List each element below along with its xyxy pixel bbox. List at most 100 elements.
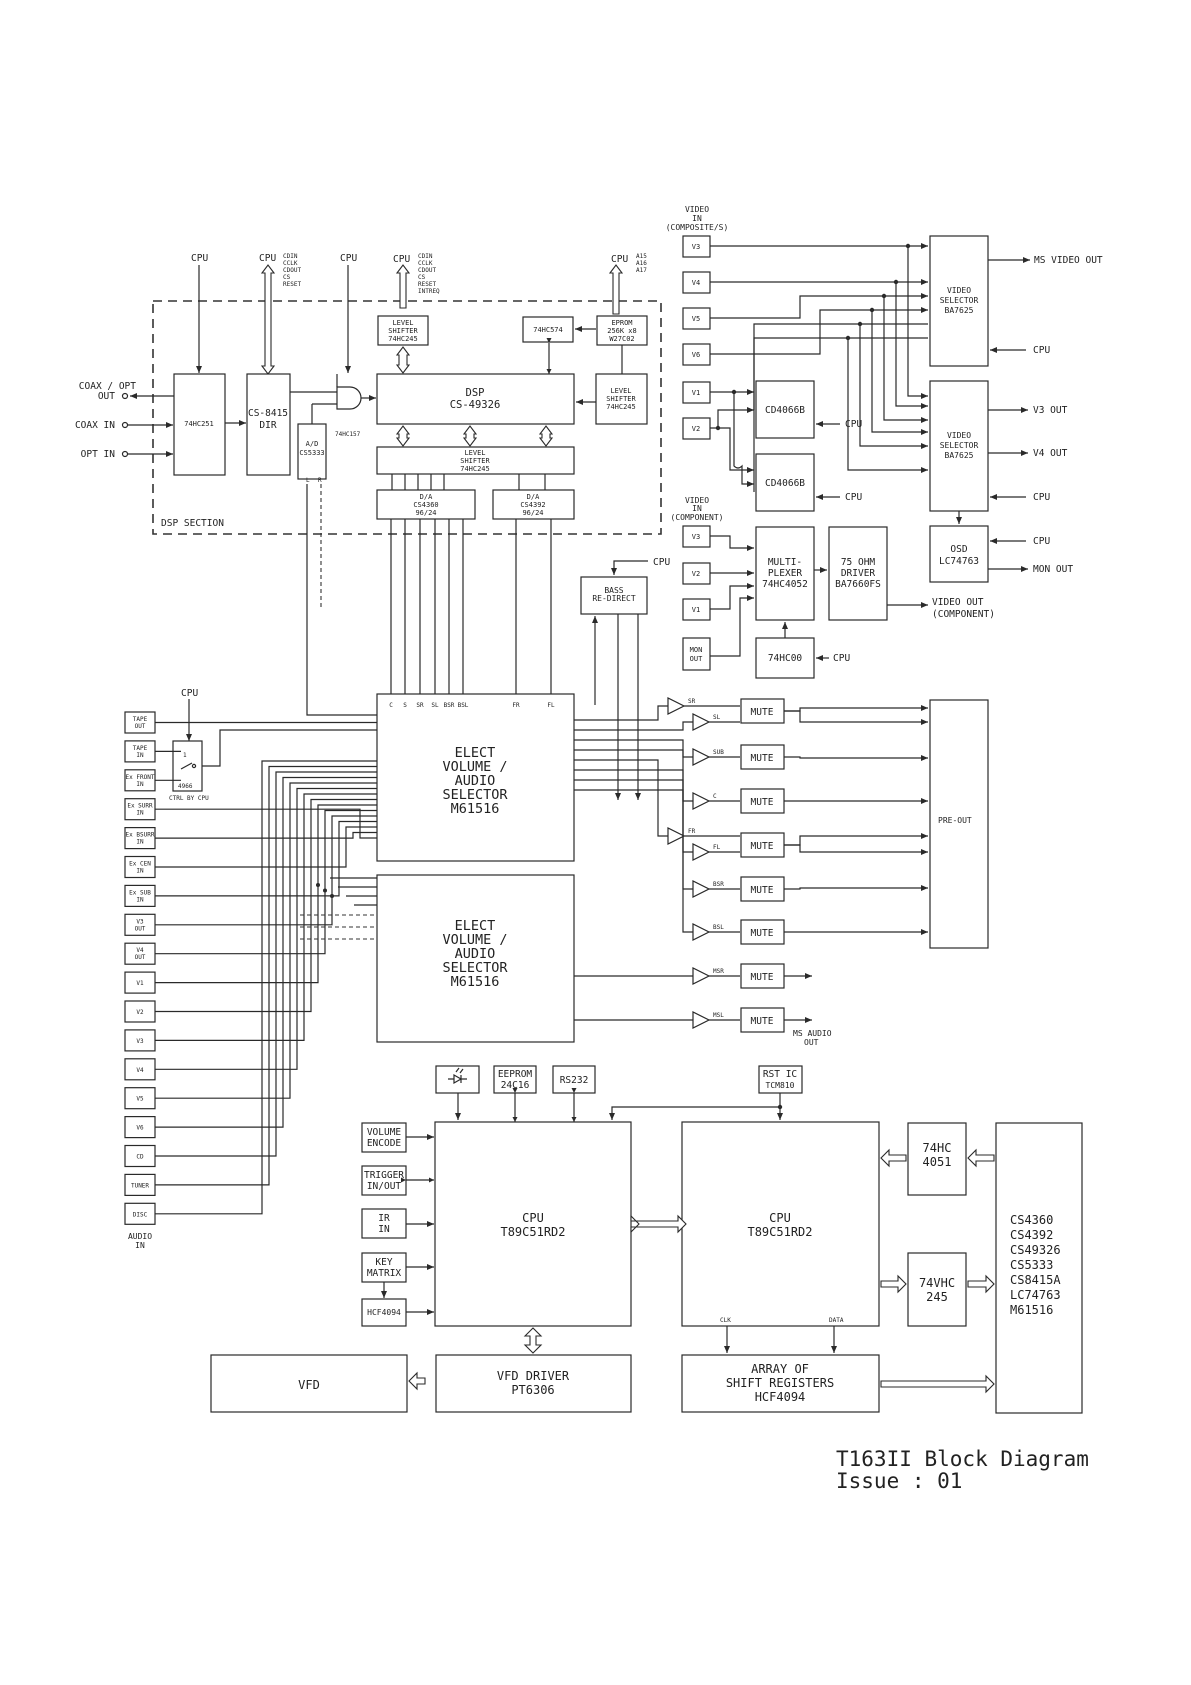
audio-input-wire — [155, 804, 377, 984]
latch-74hc574 — [522, 316, 574, 343]
audio-input-wire — [155, 793, 377, 1041]
dir-signal-0: CDIN — [283, 253, 298, 260]
video-in-header-2: (COMPOSITE/S) — [666, 223, 729, 232]
audio-input-wire — [155, 815, 377, 926]
gate-74hc157 — [336, 386, 362, 410]
level-shifter-1 — [377, 315, 429, 346]
hc4051-label-0: 74HC — [923, 1141, 952, 1155]
dsp-signal-2: CDOUT — [418, 267, 436, 274]
pre-out-wire — [784, 833, 928, 846]
pre-out-block — [929, 699, 989, 949]
ls3-label-1: SHIFTER — [460, 457, 490, 465]
elect-volume-2 — [376, 874, 575, 1043]
ev2-label-3: SELECTOR — [442, 960, 508, 976]
audio-input-label: OUT — [135, 954, 146, 961]
audio-input-wire — [155, 809, 377, 955]
audio-input-label: V6 — [136, 1125, 144, 1132]
nand-cpu-label: CPU — [833, 653, 850, 664]
audio-chips-block — [995, 1122, 1083, 1414]
cpu2-label-1: T89C51RD2 — [747, 1225, 812, 1239]
dsp-section-boundary — [152, 300, 662, 535]
vfd-driver-label-0: VFD DRIVER — [497, 1369, 570, 1383]
cpu1-label-0: CPU — [522, 1211, 544, 1225]
bass-cpu-label: CPU — [653, 557, 670, 568]
eprom-w27c02 — [596, 315, 648, 346]
pre-out-wire — [784, 710, 928, 725]
chip-cs8415a: CS8415A — [1010, 1273, 1061, 1287]
ev1-label-3: SELECTOR — [442, 787, 508, 803]
amplifier-icon — [667, 827, 686, 845]
chip-m61516: M61516 — [1010, 1303, 1053, 1317]
video-in-v2-label: V2 — [692, 425, 700, 433]
amp-label: FL — [713, 844, 721, 851]
dsp-label-0: DSP — [466, 387, 485, 399]
amp-feed-wire — [574, 721, 693, 731]
hcf-small-label: HCF4094 — [367, 1308, 401, 1317]
ev1-label-2: AUDIO — [455, 773, 496, 789]
chips-hc4051-bus — [967, 1148, 995, 1168]
audio-input-wire — [155, 765, 377, 1186]
audio-input-wire — [155, 798, 377, 1013]
audio-input-label: IN — [136, 839, 144, 846]
bass-label-0: BASS — [604, 586, 623, 595]
audio-in-label-1: IN — [135, 1241, 145, 1250]
ls2-label-1: SHIFTER — [606, 395, 636, 403]
chip-cs5333: CS5333 — [1010, 1258, 1053, 1272]
cpu-label-251: CPU — [191, 253, 208, 264]
diagram-issue: Issue : 01 — [836, 1469, 962, 1493]
mute-label: MUTE — [751, 885, 774, 896]
audio-input-label: DISC — [133, 1211, 148, 1218]
switch-blade-icon — [180, 762, 193, 770]
cpu-main — [434, 1121, 632, 1327]
ls1-label-0: LEVEL — [392, 319, 413, 327]
eprom-signal-1: A16 — [636, 260, 647, 267]
ir-label-0: IR — [378, 1213, 390, 1224]
v4-to-vsel2 — [895, 282, 928, 409]
v5-to-vsel1 — [710, 293, 928, 319]
audio-input-label: TAPE — [133, 745, 148, 752]
audio-input-label: Ex BSURR — [126, 832, 155, 839]
audio-input-label: Ex SUB — [129, 889, 151, 896]
cpu-eprom-bus — [608, 264, 624, 315]
mux-74hc4051 — [907, 1122, 967, 1196]
v1-to-cd4066-2 — [733, 392, 754, 487]
ev2-label-0: ELECT — [455, 918, 496, 934]
key-label-0: KEY — [375, 1257, 392, 1268]
driver-ba7660fs — [828, 526, 888, 621]
shift-label-2: HCF4094 — [755, 1390, 806, 1404]
ev-pin-sr: SR — [416, 702, 424, 709]
vhc245-chips-bus — [967, 1274, 995, 1294]
adc-label-1: CS5333 — [299, 449, 324, 457]
ls3-label-2: 74HC245 — [460, 465, 490, 473]
cpu-label-157: CPU — [340, 253, 357, 264]
v5-to-vsel2 — [883, 296, 928, 423]
amp-label: FR — [688, 828, 696, 835]
audio-input-label: TAPE — [133, 716, 148, 723]
mon-out-loop-label-0: MON — [690, 646, 703, 654]
comp-v3-to-mux — [710, 535, 754, 551]
junction-dot — [731, 389, 737, 395]
comp-header-1: IN — [692, 504, 702, 513]
switch-out-wire — [202, 729, 377, 767]
amp-label: SUB — [713, 749, 724, 756]
switch-cd4066b-2 — [755, 453, 815, 512]
audio-input-label: IN — [136, 810, 144, 817]
dir-label-0: CS-8415 — [248, 408, 288, 419]
amplifier-icon — [692, 843, 711, 861]
switch-ctrl-label: CTRL BY CPU — [169, 795, 209, 802]
mon-out-label: MON OUT — [1033, 564, 1073, 575]
amplifier-icon — [692, 923, 711, 941]
cpu2-label-0: CPU — [769, 1211, 791, 1225]
vsel1-label-1: SELECTOR — [940, 296, 979, 305]
amplifier-icon — [692, 748, 711, 766]
cd2-to-vsel2 — [847, 338, 928, 473]
ms-audio-out-label-0: MS AUDIO — [793, 1029, 832, 1038]
v3-to-vsel2 — [907, 246, 928, 399]
pre-out-wire — [784, 885, 928, 891]
cd4066-1-cpu-label: CPU — [845, 419, 862, 430]
amp-label: SL — [713, 714, 721, 721]
cpu-label-eprom: CPU — [611, 254, 628, 265]
audio-input-wire — [155, 826, 377, 868]
rst-label-0: RST IC — [763, 1069, 797, 1080]
comp-in-v1-label: V1 — [692, 606, 700, 614]
